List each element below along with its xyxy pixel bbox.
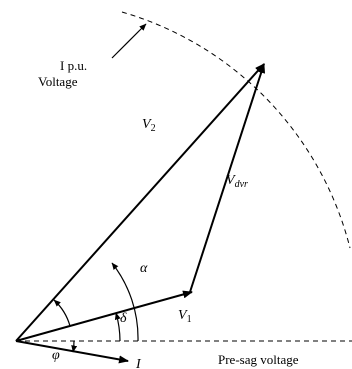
vdvr-phasor <box>189 63 266 293</box>
v2-label: V2 <box>142 117 156 134</box>
v1-phasor <box>15 290 193 342</box>
pu-label-line1: I p.u. <box>60 58 87 73</box>
v1-v2-angle-arc <box>53 299 71 327</box>
delta-label: δ <box>120 311 127 326</box>
current-phasor <box>15 340 129 364</box>
v1-label-main: V <box>178 308 188 323</box>
alpha-label: α <box>140 261 148 276</box>
current-label: I <box>135 357 142 369</box>
alpha-angle-arc <box>111 262 139 342</box>
v1-label-sub: 1 <box>187 314 192 325</box>
phi-angle-arc <box>71 340 78 353</box>
pu-label-line2: Voltage <box>38 74 78 89</box>
pu-pointer-arrow <box>111 23 147 59</box>
v1-label: V1 <box>178 308 192 325</box>
pu-voltage-arc <box>121 11 351 249</box>
vdvr-label: Vdvr <box>226 173 248 190</box>
delta-angle-arc <box>114 312 121 342</box>
vdvr-label-sub: dvr <box>235 179 248 190</box>
v2-phasor <box>15 63 265 342</box>
vdvr-label-main: V <box>226 173 236 188</box>
v2-label-main: V <box>142 117 152 132</box>
phi-label: φ <box>52 348 60 363</box>
v2-label-sub: 2 <box>151 123 156 134</box>
presag-label: Pre-sag voltage <box>218 352 299 367</box>
